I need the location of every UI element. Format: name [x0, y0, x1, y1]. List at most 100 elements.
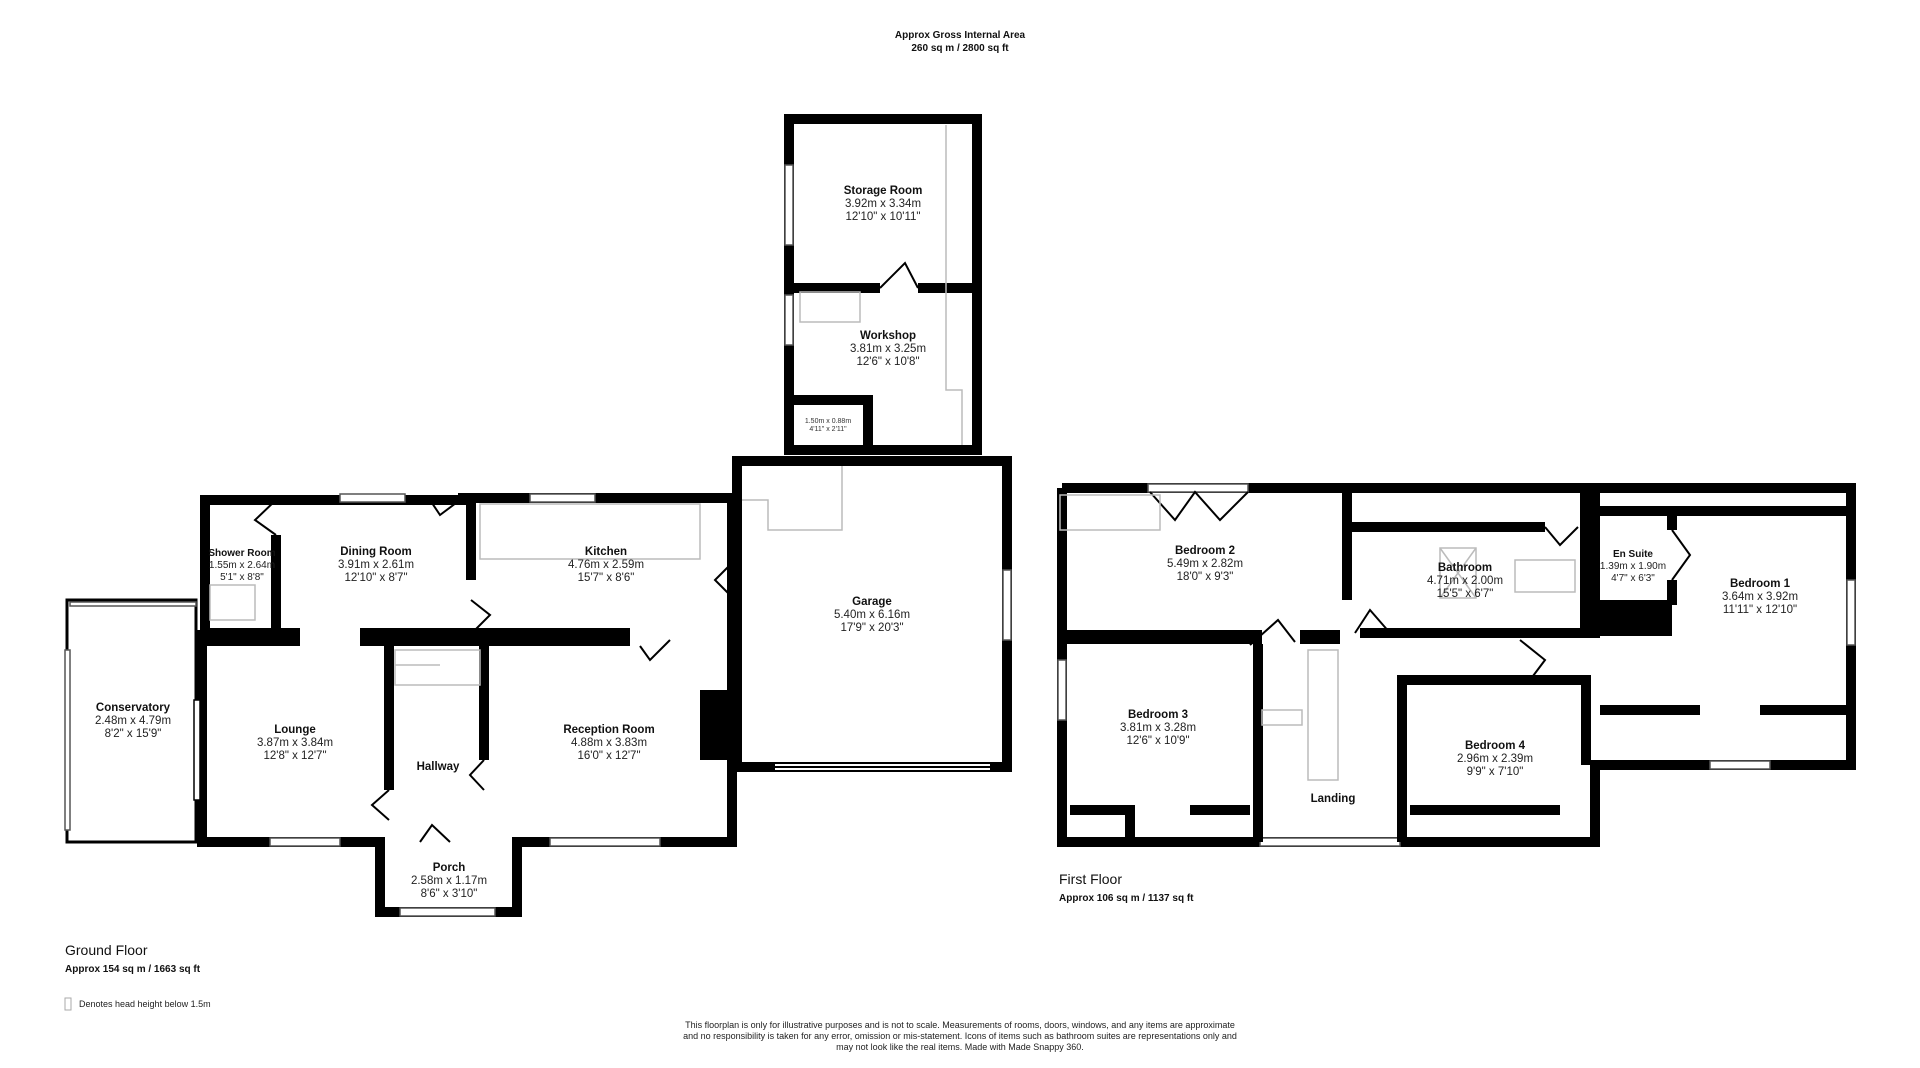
bedroom1-imperial: 11'11" x 12'10"	[1723, 604, 1797, 616]
chimney-breast	[700, 690, 732, 760]
wall	[1580, 488, 1600, 638]
wall	[1062, 630, 1262, 644]
window	[399, 907, 496, 917]
shelving	[945, 125, 963, 445]
storage-metric: 3.92m x 3.34m	[845, 198, 921, 210]
lounge-imperial: 12'8" x 12'7"	[263, 750, 326, 762]
stairs	[394, 649, 481, 686]
bedroom3-name: Bedroom 3	[1128, 709, 1188, 721]
first-floor-outer-walls	[1057, 483, 1856, 847]
ground-floor-area: Approx 154 sq m / 1663 sq ft	[65, 964, 201, 975]
bedroom1-metric: 3.64m x 3.92m	[1722, 591, 1798, 603]
bedroom4-metric: 2.96m x 2.39m	[1457, 753, 1533, 765]
dining-imperial: 12'10" x 8'7"	[344, 572, 407, 584]
head-height-note: Denotes head height below 1.5m	[79, 999, 211, 1009]
wall	[1600, 600, 1672, 636]
door	[1249, 618, 1296, 646]
door	[1544, 526, 1579, 547]
conservatory-door	[193, 699, 201, 801]
window	[1709, 760, 1771, 770]
bedroom4-imperial: 9'9" x 7'10"	[1467, 766, 1524, 778]
first-floor-area: Approx 106 sq m / 1137 sq ft	[1059, 893, 1194, 904]
shower-name: Shower Room	[208, 548, 275, 559]
bath-icon	[1514, 559, 1576, 593]
window	[1259, 837, 1401, 847]
wc-metric: 1.50m x 0.88m	[805, 418, 851, 425]
workshop-name: Workshop	[860, 330, 916, 342]
bedroom1-name: Bedroom 1	[1730, 578, 1791, 590]
workshop-metric: 3.81m x 3.25m	[850, 343, 926, 355]
porch-imperial: 8'6" x 3'10"	[421, 888, 478, 900]
window	[1846, 579, 1856, 646]
conservatory-imperial: 8'2" x 15'9"	[105, 728, 162, 740]
kitchen-imperial: 15'7" x 8'6"	[578, 572, 635, 584]
storage-name: Storage Room	[844, 185, 923, 197]
disclaimer-line-2: and no responsibility is taken for any e…	[683, 1031, 1237, 1041]
ensuite-metric: 1.39m x 1.90m	[1600, 561, 1666, 572]
door	[370, 789, 390, 821]
window	[339, 493, 406, 503]
eaves-area	[1059, 494, 1161, 531]
door	[253, 499, 277, 536]
bedroom2-imperial: 18'0" x 9'3"	[1177, 571, 1234, 583]
window	[529, 493, 596, 503]
bedroom2-metric: 5.49m x 2.82m	[1167, 558, 1243, 570]
lounge-name: Lounge	[274, 724, 316, 736]
disclaimer-line-1: This floorplan is only for illustrative …	[685, 1020, 1235, 1030]
bedroom3-metric: 3.81m x 3.28m	[1120, 722, 1196, 734]
wall	[1300, 630, 1340, 644]
bathroom-name: Bathroom	[1438, 562, 1492, 574]
bathroom-metric: 4.71m x 2.00m	[1427, 575, 1503, 587]
garage-name: Garage	[852, 596, 892, 608]
gia-title: Approx Gross Internal Area	[895, 30, 1026, 41]
wardrobe	[1070, 805, 1135, 842]
window	[784, 164, 794, 246]
bedroom4-walls	[1397, 675, 1591, 842]
shower-metric: 1.55m x 2.64m	[209, 560, 275, 571]
window	[1002, 569, 1012, 641]
ground-floor-plan: Storage Room 3.92m x 3.34m 12'10" x 10'1…	[64, 114, 1012, 917]
porch-name: Porch	[433, 862, 466, 874]
ensuite-imperial: 4'7" x 6'3"	[1611, 573, 1655, 584]
door	[468, 759, 485, 791]
ensuite-name: En Suite	[1613, 549, 1653, 560]
door	[879, 261, 919, 289]
sink-icon	[799, 291, 861, 323]
bedroom4-name: Bedroom 4	[1465, 740, 1526, 752]
shower-imperial: 5'1" x 8'8"	[220, 572, 264, 583]
conservatory-name: Conservatory	[96, 702, 171, 714]
door	[470, 599, 492, 631]
kitchen-metric: 4.76m x 2.59m	[568, 559, 644, 571]
door	[713, 564, 731, 596]
window	[1147, 483, 1249, 493]
worktop	[742, 466, 843, 531]
window	[549, 837, 661, 847]
kitchen-name: Kitchen	[585, 546, 627, 558]
wall	[360, 628, 630, 646]
stairs	[1261, 709, 1303, 726]
door	[429, 499, 461, 517]
window	[64, 649, 71, 831]
first-floor-label: First Floor	[1059, 871, 1122, 887]
door	[639, 639, 671, 662]
dining-metric: 3.91m x 2.61m	[338, 559, 414, 571]
landing-name: Landing	[1311, 793, 1356, 805]
garage-metric: 5.40m x 6.16m	[834, 609, 910, 621]
wc-imperial: 4'11" x 2'11"	[809, 426, 847, 433]
conservatory-metric: 2.48m x 4.79m	[95, 715, 171, 727]
reception-metric: 4.88m x 3.83m	[571, 737, 647, 749]
window	[269, 837, 341, 847]
storage-imperial: 12'10" x 10'11"	[845, 211, 920, 223]
kitchen-worktop	[479, 503, 701, 560]
french-doors	[1149, 490, 1249, 522]
door	[1354, 608, 1391, 634]
door	[419, 823, 451, 843]
disclaimer-line-3: may not look like the real items. Made w…	[836, 1042, 1084, 1052]
workshop-imperial: 12'6" x 10'8"	[856, 356, 919, 368]
head-height-swatch	[64, 997, 72, 1011]
door	[1519, 639, 1547, 681]
shower-tray-icon	[209, 584, 256, 621]
reception-name: Reception Room	[563, 724, 654, 736]
skylight-icon	[1439, 547, 1477, 599]
